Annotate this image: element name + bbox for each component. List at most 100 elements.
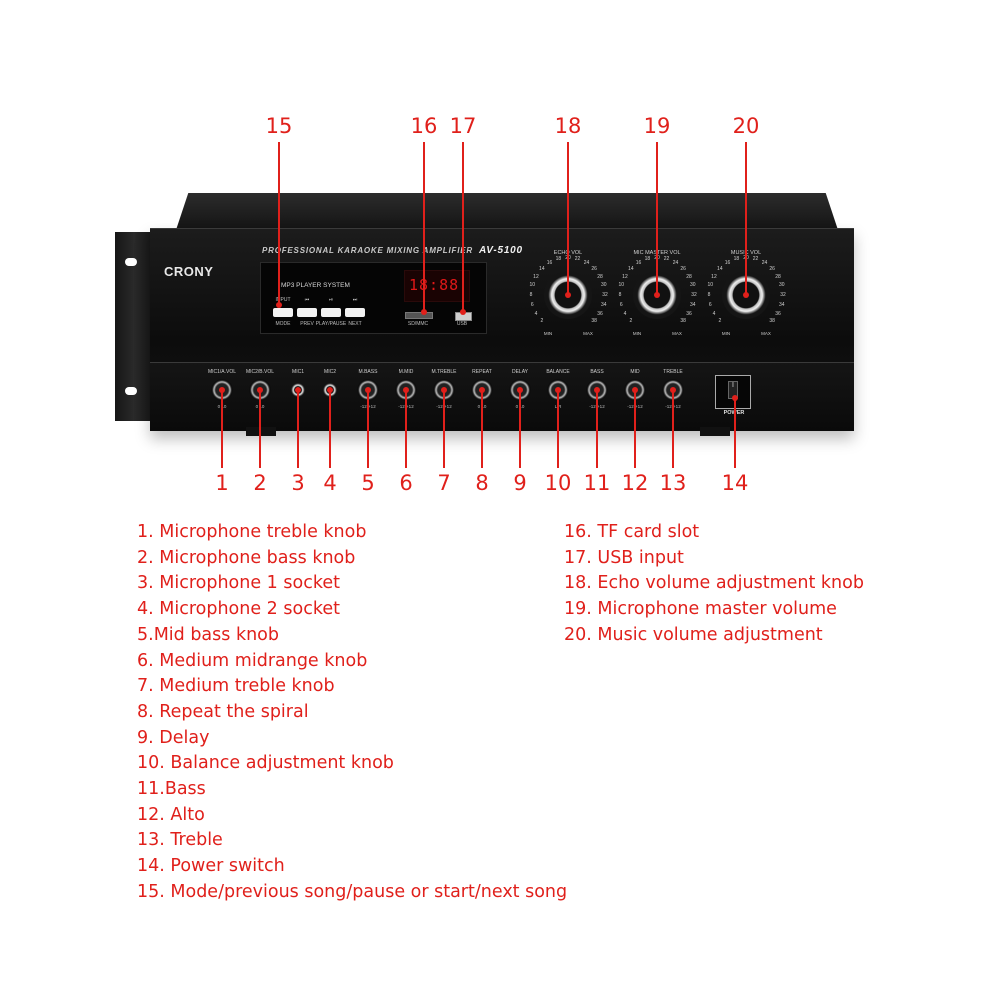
knob-scale-tick: 30 [600, 282, 607, 289]
knob-scale-tick: 12 [622, 273, 628, 280]
knob-scale-tick: 24 [583, 259, 590, 266]
knob-scale-tick: 34 [689, 301, 696, 308]
knob-scale-tick: 14 [717, 265, 723, 272]
led-display-text: 18:88 [409, 276, 460, 294]
legend-item: 7. Medium treble knob [137, 676, 335, 697]
callout-number: 15 [265, 114, 293, 138]
knob-scale-tick: 24 [672, 259, 679, 266]
callout-number: 10 [544, 471, 572, 495]
mode-button[interactable] [273, 308, 293, 317]
knob-scale-tick: 8 [707, 292, 711, 298]
legend-item: 5.Mid bass knob [137, 624, 279, 645]
legend-item: 15. Mode/previous song/pause or start/ne… [137, 881, 568, 902]
callout-leader-line [557, 390, 559, 468]
control-label: M.MID [398, 369, 414, 375]
callout-leader-line [367, 390, 369, 468]
mp3-button-label: MODE [275, 321, 291, 327]
callout-number: 19 [643, 114, 671, 138]
knob-scale-tick: 34 [778, 301, 785, 308]
knob-scale-tick: 12 [533, 273, 539, 280]
callout-leader-line [221, 390, 223, 468]
callout-number: 20 [732, 114, 760, 138]
knob-scale-tick: 14 [539, 265, 545, 272]
legend-item: 1. Microphone treble knob [137, 522, 367, 542]
legend-item: 18. Echo volume adjustment knob [564, 573, 864, 594]
callout-leader-line [672, 390, 674, 468]
knob-min-label: MIN [543, 331, 553, 336]
knob-scale-tick: 28 [597, 273, 603, 280]
callout-leader-dot [743, 292, 749, 298]
callout-number: 14 [721, 471, 749, 495]
knob-scale-tick: 12 [711, 273, 717, 280]
callout-number: 16 [410, 114, 438, 138]
sd-label: SD/MMC [407, 321, 429, 327]
skip-back-icon: ⏮ [304, 297, 310, 303]
legend-item: 2. Microphone bass knob [137, 547, 356, 568]
control-label: M.TREBLE [431, 369, 457, 375]
knob-scale-tick: 10 [707, 282, 714, 289]
brand-logo: CRONY [164, 264, 214, 279]
callout-number: 13 [659, 471, 687, 495]
callout-number: 18 [554, 114, 582, 138]
prev-button[interactable] [297, 308, 317, 317]
legend-item: 16. TF card slot [564, 522, 700, 542]
knob-scale-tick: 2 [718, 318, 722, 325]
legend-item: 13. Treble [137, 830, 223, 851]
knob-scale-tick: 38 [680, 318, 686, 325]
tf-card-slot[interactable] [405, 312, 433, 319]
play-pause-button[interactable] [321, 308, 341, 317]
legend-item: 6. Medium midrange knob [137, 650, 368, 671]
amplifier-foot [700, 427, 730, 436]
knob-max-label: MAX [583, 331, 593, 336]
callout-leader-line [259, 390, 261, 468]
knob-scale-tick: 30 [778, 282, 785, 289]
control-label: DELAY [511, 369, 529, 375]
mp3-button-label: NEXT [348, 321, 362, 327]
callout-leader-line [519, 390, 521, 468]
knob-scale-tick: 32 [691, 292, 697, 298]
input-label: INPUT [275, 297, 291, 303]
legend-item: 20. Music volume adjustment [564, 624, 823, 645]
callout-leader-line [443, 390, 445, 468]
legend-item: 19. Microphone master volume [564, 599, 837, 620]
callout-leader-line [656, 142, 658, 295]
legend-item: 17. USB input [564, 547, 684, 568]
knob-scale-tick: 24 [761, 259, 768, 266]
knob-max-label: MAX [761, 331, 771, 336]
knob-scale-tick: 38 [769, 318, 775, 325]
knob-scale-tick: 38 [591, 318, 597, 325]
callout-number: 7 [437, 471, 451, 495]
callout-number: 17 [449, 114, 477, 138]
callout-number: 5 [361, 471, 375, 495]
knob-scale-tick: 8 [618, 292, 622, 298]
knob-max-label: MAX [672, 331, 682, 336]
knob-scale-tick: 32 [602, 292, 608, 298]
control-label: BASS [590, 369, 604, 375]
legend-item: 11.Bass [137, 779, 206, 800]
mp3-button-label: PREV [300, 321, 314, 327]
play-pause-icon: ⏯ [328, 297, 334, 303]
callout-leader-line [462, 142, 464, 312]
knob-scale-tick: 34 [600, 301, 607, 308]
legend-item: 4. Microphone 2 socket [137, 599, 340, 620]
callout-number: 9 [513, 471, 527, 495]
control-label: MIC1/A.VOL [207, 369, 237, 375]
model-number: AV-5100 [478, 245, 523, 256]
legend-item: 12. Alto [137, 804, 205, 825]
callout-leader-line [278, 142, 280, 305]
control-label: REPEAT [472, 369, 492, 375]
knob-scale-tick: 18 [733, 256, 740, 263]
knob-scale-tick: 32 [780, 292, 786, 298]
callout-number: 4 [323, 471, 337, 495]
knob-scale-tick: 26 [680, 265, 686, 272]
callout-leader-line [567, 142, 569, 295]
callout-number: 11 [583, 471, 611, 495]
legend-left: 1. Microphone treble knob 2. Microphone b… [137, 520, 567, 906]
callout-leader-dot [460, 309, 466, 315]
next-button[interactable] [345, 308, 365, 317]
knob-scale-tick: 18 [555, 256, 562, 263]
knob-scale-tick: 8 [529, 292, 533, 298]
mp3-title: MP3 PLAYER SYSTEM [281, 282, 350, 289]
knob-scale-tick: 36 [686, 310, 692, 317]
knob-scale-tick: 22 [663, 256, 670, 263]
